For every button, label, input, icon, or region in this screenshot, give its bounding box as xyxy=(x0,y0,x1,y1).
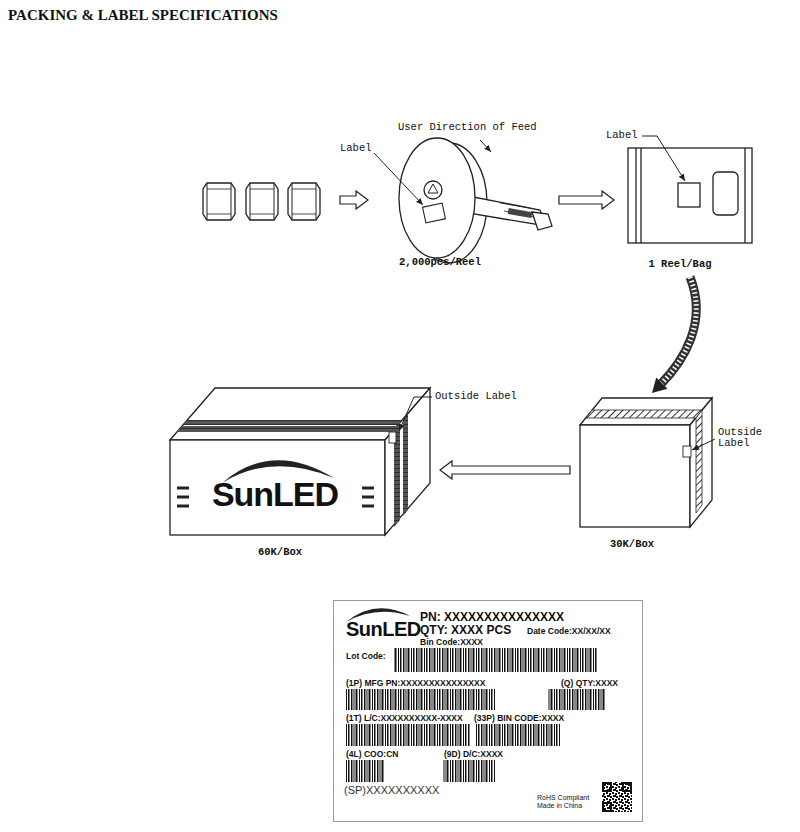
node-text: (SP)XXXXXXXXXX xyxy=(344,784,439,796)
flow-connector xyxy=(440,461,570,479)
small-carton xyxy=(580,398,712,527)
node-text: Bin Code:XXXX xyxy=(420,637,483,647)
hollow-arrow xyxy=(559,191,614,209)
leader-line xyxy=(374,153,423,205)
node-text: (9D) D/C:XXXX xyxy=(444,749,503,759)
callout-label: Outside Label xyxy=(435,390,517,402)
leader-line xyxy=(692,439,715,450)
feed-arrow xyxy=(480,140,491,152)
led-component xyxy=(288,183,320,220)
callout-label: User Direction of Feed xyxy=(398,121,537,133)
curved-arrow xyxy=(660,277,697,385)
node-text: (1T) L/C:XXXXXXXXXX-XXXX xyxy=(346,713,463,723)
master-carton-stage: SunLED 60K/Box xyxy=(170,386,432,562)
node-text: (Q) QTY:XXXX xyxy=(561,678,618,688)
flow-connector xyxy=(652,277,696,393)
node-text: 30K/Box xyxy=(610,538,654,550)
label-card: SunLEDPN: XXXXXXXXXXXXXXXQTY: XXXX PCS Da… xyxy=(333,600,643,822)
node-text: (4L) COO:CN xyxy=(346,749,398,759)
components xyxy=(203,183,320,220)
node-text: (33P) BIN CODE:XXXX xyxy=(474,713,564,723)
node-text: 60K/Box xyxy=(258,546,302,558)
reel-stage: 2,000pcs/Reel xyxy=(395,142,551,274)
hollow-arrow xyxy=(440,461,570,479)
leader-line xyxy=(399,397,432,431)
node-text: (1P) MFG PN:XXXXXXXXXXXXXXX xyxy=(346,678,485,688)
led-component xyxy=(203,183,235,220)
node-text: Lot Code: xyxy=(346,651,386,661)
node-text: SunLED xyxy=(346,618,421,641)
reel xyxy=(399,138,552,263)
leader-line xyxy=(642,136,685,181)
bag xyxy=(628,148,752,243)
arrow-head xyxy=(652,377,668,393)
callout-label: Label xyxy=(606,129,638,141)
page-title: PACKING & LABEL SPECIFICATIONS xyxy=(8,7,278,24)
callout-label: Outside Label xyxy=(718,427,764,449)
node-text: RoHS Compliant Made in China xyxy=(537,794,601,810)
label-card-art xyxy=(345,608,632,812)
callout-label: Label xyxy=(340,142,372,154)
node-text: Date Code:XX/XX/XX xyxy=(527,626,611,636)
curved-arrow-hatch xyxy=(660,277,697,385)
bag-stage: 1 Reel/Bag xyxy=(622,146,756,274)
flow-connector xyxy=(559,191,614,209)
node-text: SunLED xyxy=(212,475,338,514)
led-component xyxy=(246,183,278,220)
node-text: 1 Reel/Bag xyxy=(648,258,711,270)
node-text: 2,000pcs/Reel xyxy=(399,256,481,268)
node-text: PN: XXXXXXXXXXXXXXX xyxy=(420,610,564,624)
large-carton xyxy=(170,388,430,535)
flow-arrow xyxy=(340,191,368,209)
carton-stage: 30K/Box xyxy=(578,396,714,546)
node-text: QTY: XXXX PCS xyxy=(420,623,511,637)
